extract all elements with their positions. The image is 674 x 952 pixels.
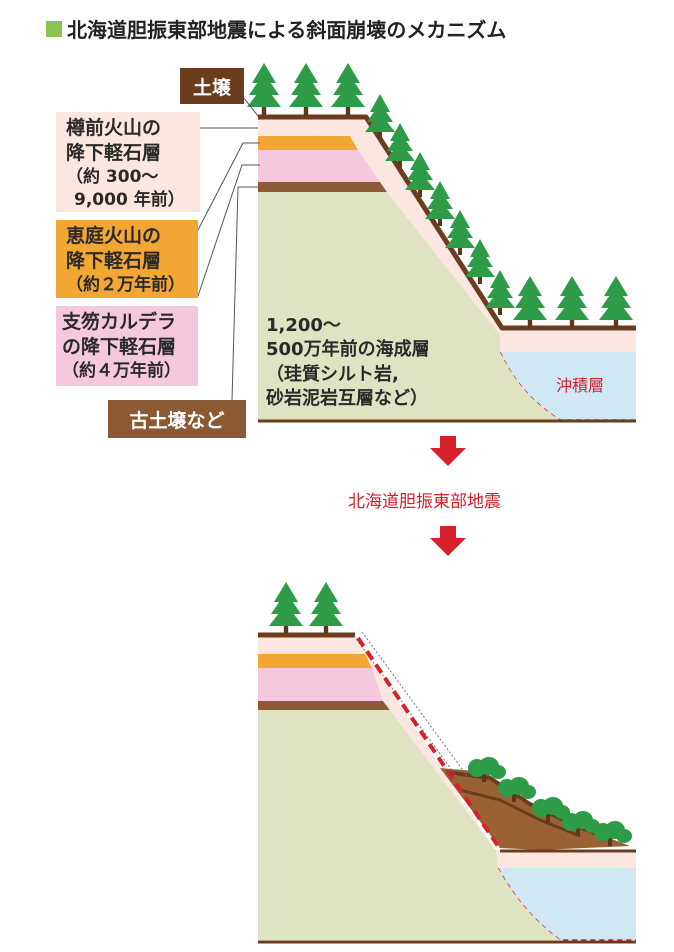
- marine-line-1: 1,200～: [266, 315, 341, 336]
- shikotsu-label-box: [56, 306, 198, 386]
- old-soil-label: 古土壌など: [108, 400, 246, 438]
- old-soil-label-text: 古土壌など: [129, 409, 225, 432]
- alluvium-boundary-after: [497, 867, 636, 941]
- title-text: 北海道胆振東部地震による斜面崩壊のメカニズム: [67, 18, 507, 42]
- shikotsu-label: 支笏カルデラ の降下軽石層 （約４万年前）: [62, 310, 181, 383]
- old-soil-layer-after: [258, 701, 390, 710]
- slip-surface: [356, 636, 500, 848]
- diagram-title: 北海道胆振東部地震による斜面崩壊のメカニズム: [46, 14, 506, 43]
- shikotsu-layer: [258, 150, 380, 182]
- marine-line-2: 500万年前の海成層: [266, 339, 430, 361]
- marine-label: 1,200～ 500万年前の海成層 （珪質シルト岩, 砂岩泥岩互層など）: [266, 314, 430, 412]
- original-slope-outline: [361, 631, 471, 781]
- eniwa-line-2: 降下軽石層: [66, 250, 162, 273]
- shikotsu-layer-after: [258, 668, 383, 701]
- old-soil-layer: [258, 182, 387, 192]
- eniwa-label: 恵庭火山の 降下軽石層 （約２万年前）: [66, 224, 185, 297]
- eniwa-layer: [258, 136, 358, 150]
- marine-layer: [258, 192, 560, 420]
- eniwa-line-3: （約２万年前）: [66, 275, 185, 296]
- lower-cross-section: [258, 582, 636, 944]
- alluvium-boundary: [499, 351, 636, 421]
- down-arrow-icon: [430, 526, 466, 556]
- alluvium-layer-after: [498, 868, 636, 940]
- down-arrow-icon: [430, 436, 466, 466]
- tarumae-line-4: 9,000 年前）: [74, 189, 185, 210]
- marine-line-4: 砂岩泥岩互層など）: [266, 388, 428, 410]
- upper-cross-section: [197, 63, 636, 423]
- tarumae-line-2: 降下軽石層: [66, 142, 162, 165]
- shikotsu-line-2: の降下軽石層: [62, 336, 177, 359]
- tarumae-line-1: 樽前火山の: [66, 117, 162, 139]
- eniwa-label-box: [56, 220, 198, 298]
- soil-label-text: 土壌: [192, 76, 231, 99]
- shikotsu-line-1: 支笏カルデラ: [62, 311, 177, 333]
- earthquake-label: 北海道胆振東部地震: [348, 492, 501, 512]
- marine-layer-after: [258, 710, 560, 940]
- eniwa-line-1: 恵庭火山の: [66, 225, 162, 247]
- shikotsu-line-3: （約４万年前）: [62, 361, 181, 382]
- alluvium-label: 沖積層: [556, 376, 605, 395]
- eniwa-layer-after: [258, 654, 372, 668]
- tarumae-label: 樽前火山の 降下軽石層 （約 300～ 9,000 年前）: [66, 116, 185, 211]
- green-square-icon: [46, 20, 62, 37]
- soil-surface: [258, 114, 636, 331]
- soil-label: 土壌: [180, 68, 244, 104]
- marine-line-3: （珪質シルト岩,: [266, 363, 399, 385]
- tarumae-label-box: [56, 112, 200, 212]
- leader-lines: [197, 87, 260, 401]
- alluvium-layer: [500, 352, 636, 420]
- tarumae-line-3: （約 300～: [66, 167, 159, 188]
